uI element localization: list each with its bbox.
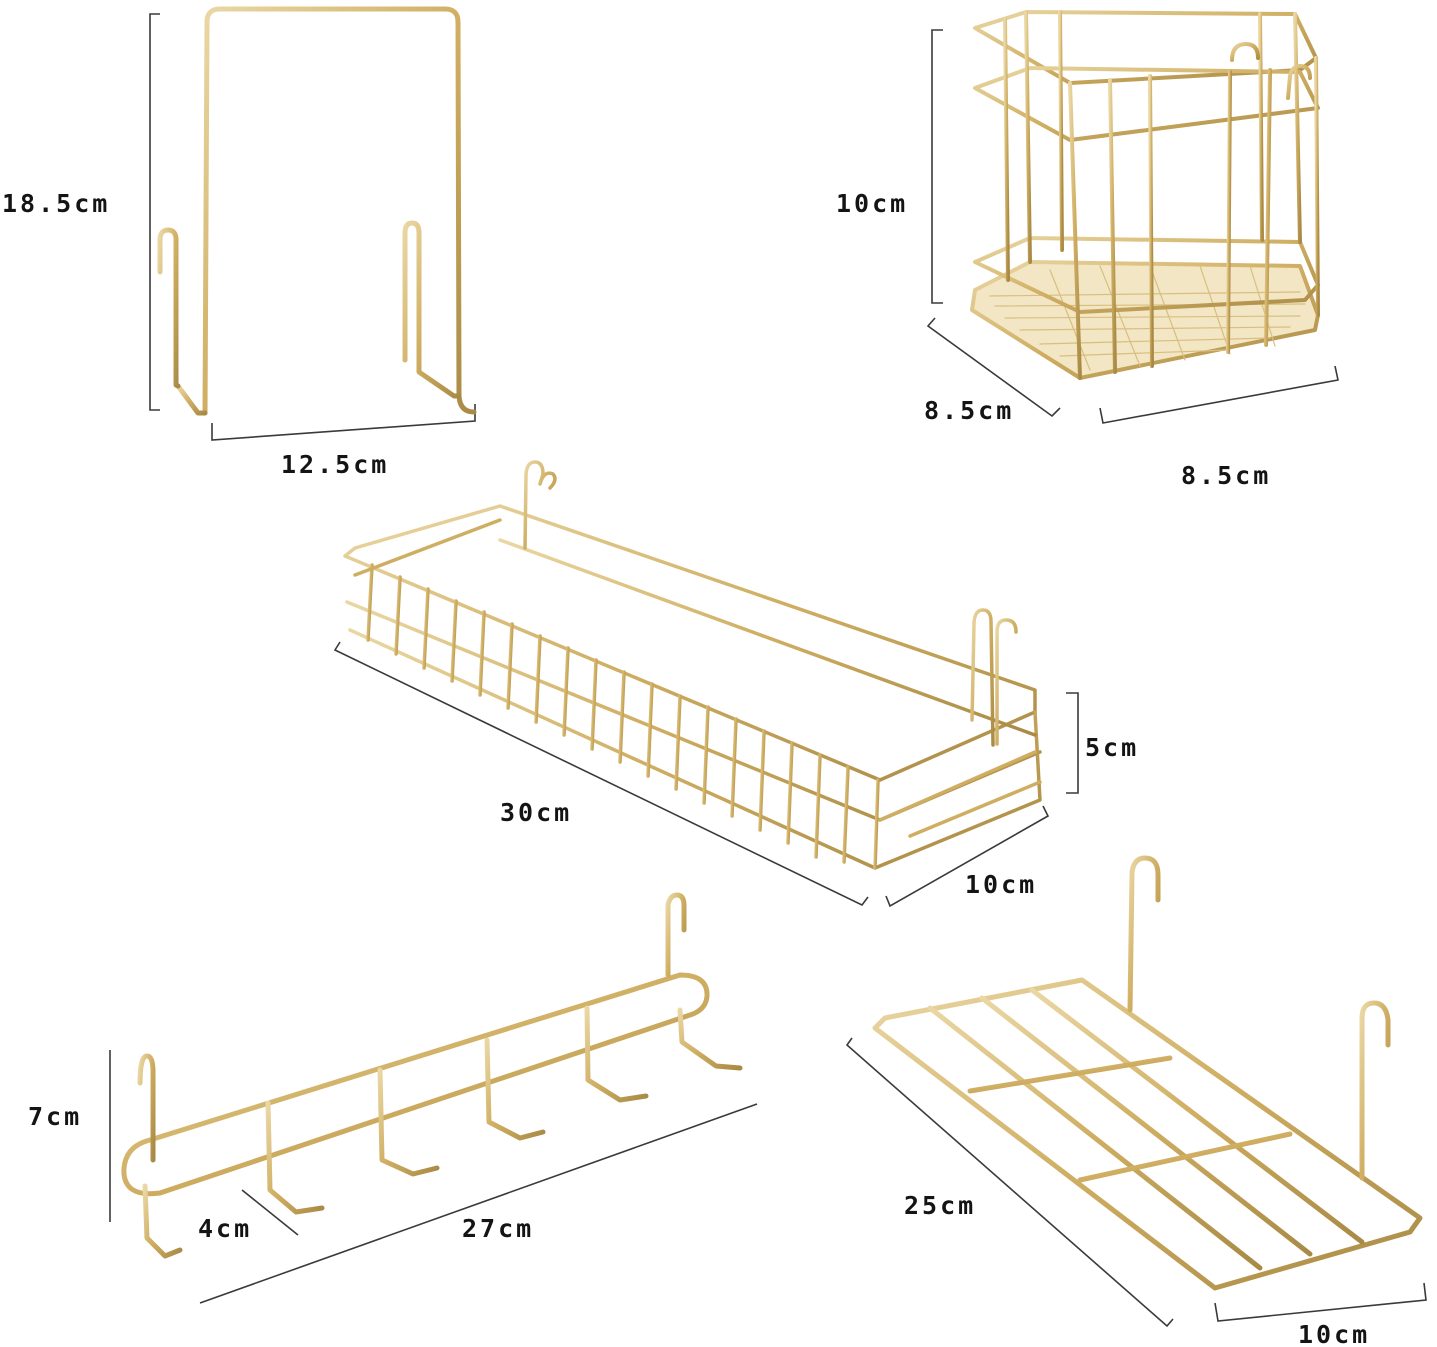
flatshelf-width-label: 10cm (1298, 1320, 1371, 1347)
rack-spacing-label: 4cm (198, 1214, 253, 1243)
basket-depth-bracket (926, 317, 1061, 418)
shelf-height-label: 5cm (1085, 733, 1140, 762)
shelf-height-bracket (1066, 692, 1079, 794)
basket-height-label: 10cm (836, 189, 909, 218)
u-frame-hanger-icon (157, 6, 477, 416)
basket-height-bracket (931, 29, 943, 304)
rack-length-bracket (199, 1103, 758, 1304)
shelf-length-bracket (333, 641, 869, 907)
square-basket-icon (970, 10, 1320, 380)
rack-spacing-bracket (241, 1189, 299, 1236)
rack-length-label: 27cm (462, 1214, 535, 1243)
hook-rack-icon (121, 892, 743, 1259)
hanger-height-label: 18.5cm (2, 189, 111, 218)
flatshelf-length-bracket (845, 1037, 1174, 1328)
flatshelf-width-bracket (1214, 1282, 1427, 1322)
shelf-depth-bracket (885, 805, 1050, 908)
hanger-width-label: 12.5cm (281, 450, 390, 479)
shelf-length-label: 30cm (500, 798, 573, 827)
hanger-width-bracket (211, 404, 476, 441)
rack-height-label: 7cm (28, 1102, 83, 1131)
flat-shelf-icon (872, 855, 1423, 1291)
basket-width-label: 8.5cm (1181, 461, 1272, 490)
shelf-depth-label: 10cm (965, 870, 1038, 899)
basket-depth-label: 8.5cm (924, 396, 1015, 425)
dimension-lines (109, 13, 1427, 1328)
basket-width-bracket (1099, 365, 1339, 424)
long-basket-shelf-icon (343, 460, 1042, 870)
hanger-height-bracket (149, 13, 160, 411)
flatshelf-length-label: 25cm (904, 1191, 977, 1220)
